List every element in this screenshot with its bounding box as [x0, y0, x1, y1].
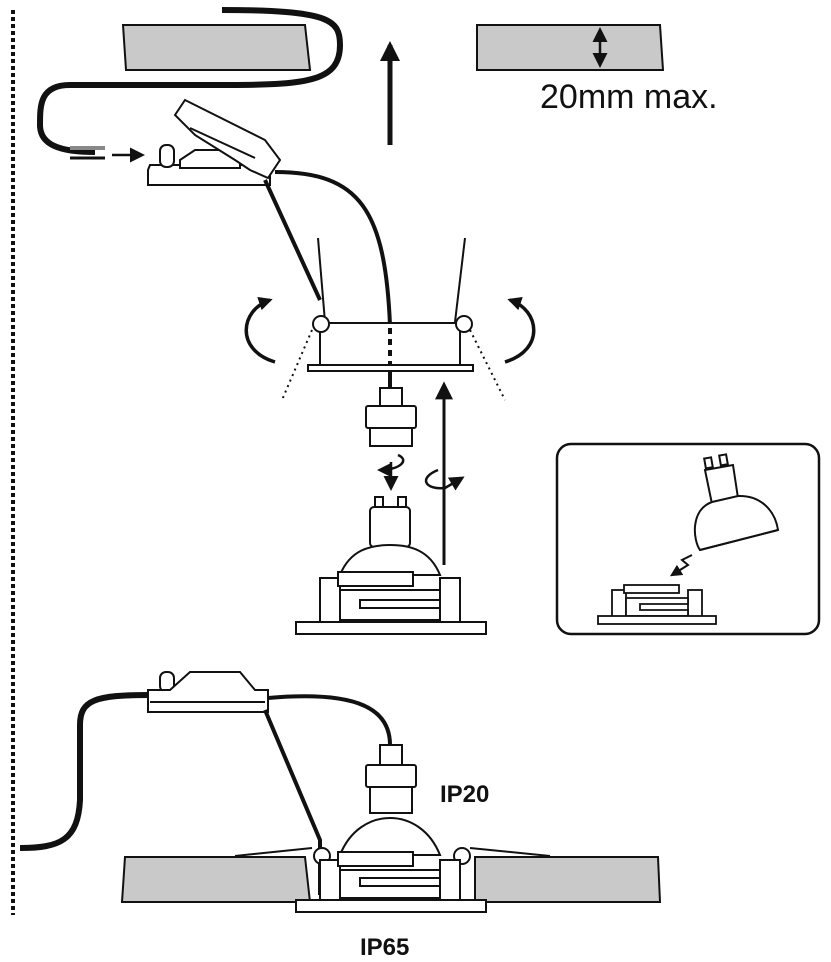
twist-arrow-small — [377, 453, 405, 478]
inset-panel — [555, 442, 821, 636]
terminal-block-closed — [147, 671, 269, 713]
lamp-cable — [274, 170, 392, 395]
bulb-installed — [295, 816, 487, 913]
ceiling-panel-bottom-left — [120, 856, 312, 903]
rotate-arrow-left — [244, 296, 276, 364]
ceiling-panel-bottom-right — [474, 856, 662, 903]
spring-clip-left — [317, 237, 326, 323]
lamp-cable-installed — [267, 694, 392, 746]
ceiling-panel-top-right — [476, 24, 665, 71]
mains-cable-installed — [19, 692, 151, 851]
ip-lower-label: IP65 — [360, 934, 409, 961]
twist-arrow-right — [424, 468, 465, 491]
mains-cable — [36, 7, 344, 155]
rotate-arrow-right — [504, 296, 536, 364]
inset-bezel — [597, 584, 717, 625]
ip-upper-label: IP20 — [440, 781, 489, 808]
clip-swing-right — [469, 329, 506, 401]
bulb-in-bezel — [295, 496, 487, 635]
lamp-holder — [365, 387, 417, 447]
spring-clip-right-installed — [469, 847, 551, 857]
earth-cable — [263, 179, 322, 301]
terminal-block-open — [147, 98, 282, 186]
clip-swing-left — [281, 329, 313, 401]
spring-clip-right — [454, 237, 466, 323]
spring-clip-left-installed — [234, 847, 313, 857]
lamp-holder-installed — [365, 744, 417, 814]
inset-bulb — [693, 453, 780, 552]
inset-placement-arrow — [669, 554, 693, 577]
ceiling-panel-top-left — [121, 24, 312, 71]
max-depth-label: 20mm max. — [540, 78, 718, 116]
fitting-housing — [307, 315, 474, 372]
